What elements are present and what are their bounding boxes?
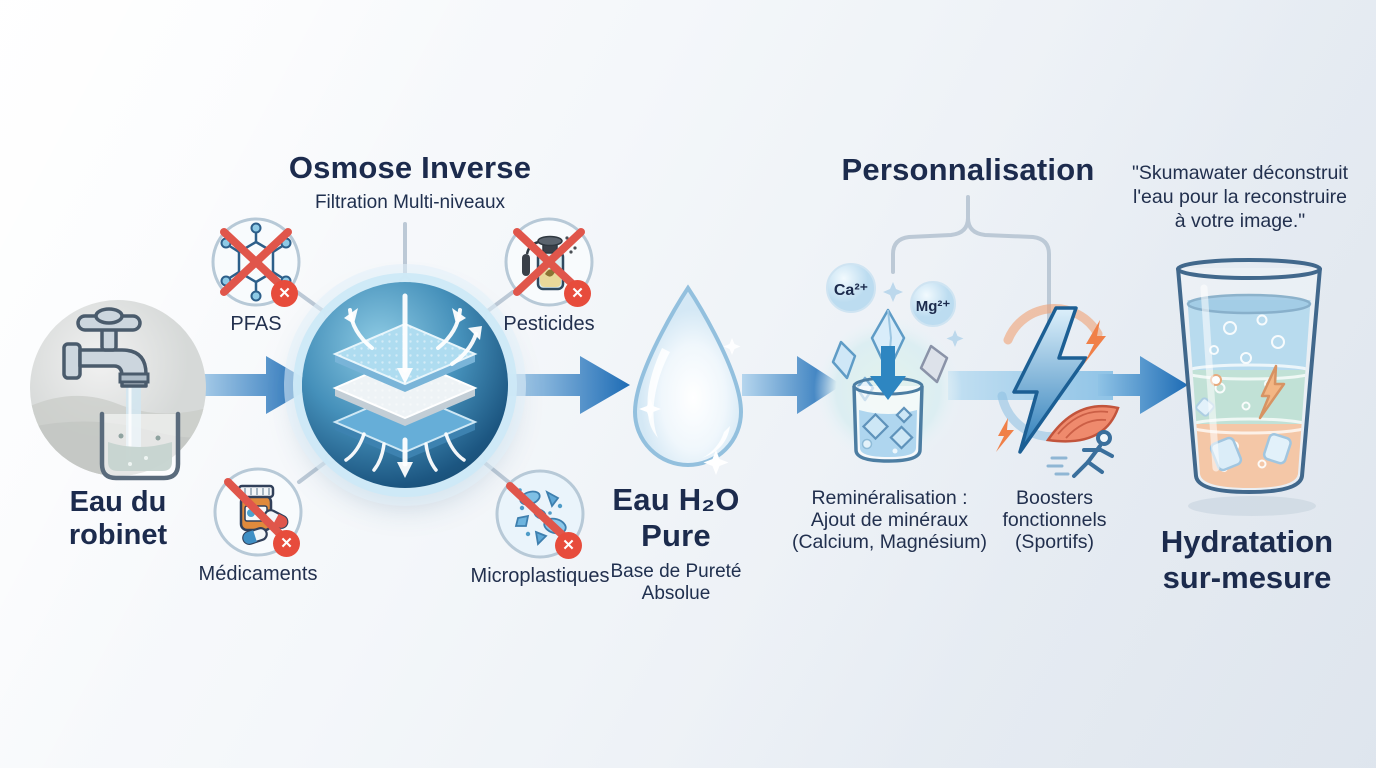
remineralisation-line3: (Calcium, Magnésium) — [791, 531, 988, 554]
minerals-glass-icon: Ca²⁺ Mg²⁺ — [814, 263, 964, 464]
brand-quote: "Skumawater déconstruit l'eau pour la re… — [1108, 162, 1372, 233]
calcium-ion-label: Ca²⁺ — [834, 282, 868, 299]
quote-line1: "Skumawater déconstruit — [1131, 162, 1349, 184]
tap-water-label-line1: Eau du — [69, 486, 167, 518]
flow-arrow-1 — [188, 356, 316, 414]
pure-water-title-line1: Eau H₂O — [612, 482, 740, 517]
contaminant-pesticides: ✕ Pesticides — [501, 214, 597, 336]
boosters-line1: Boosters — [1016, 487, 1093, 509]
boosters-caption: Boosters fonctionnels (Sportifs) — [982, 487, 1127, 554]
blocked-badge: ✕ — [271, 280, 298, 307]
hydration-label-line2: sur-mesure — [1162, 559, 1332, 595]
magnesium-ion-label: Mg²⁺ — [916, 298, 951, 315]
pure-water-label: Eau H₂O Pure Base de Pureté Absolue — [576, 482, 776, 605]
water-drop-icon — [632, 284, 744, 475]
remineralisation-line1: Reminéralisation : — [811, 487, 968, 509]
contaminant-pfas: ✕ PFAS — [208, 214, 304, 336]
flow-arrow-2 — [502, 356, 630, 414]
quote-line2: l'eau pour la reconstruire — [1132, 185, 1347, 208]
tap-water-label: Eau du robinet — [20, 486, 216, 553]
blocked-badge: ✕ — [555, 532, 582, 559]
boosters-line2: fonctionnels — [1002, 509, 1107, 532]
remineralisation-caption: Reminéralisation : Ajout de minéraux (Ca… — [782, 487, 997, 554]
contaminant-medicaments: ✕ Médicaments — [199, 464, 317, 586]
energy-boost-icon — [996, 304, 1120, 478]
hydration-label-line1: Hydratation — [1160, 524, 1334, 559]
flow-arrow-4 — [1098, 356, 1188, 414]
pesticides-label: Pesticides — [503, 313, 595, 335]
boosters-line3: (Sportifs) — [1014, 531, 1095, 554]
osmosis-title: Osmose Inverse — [288, 150, 532, 185]
remineralisation-line2: Ajout de minéraux — [810, 509, 969, 532]
osmosis-subtitle: Filtration Multi-niveaux — [314, 192, 506, 213]
hydration-label: Hydratation sur-mesure — [1132, 524, 1362, 595]
pure-water-sub-line2: Absolue — [641, 583, 711, 604]
blocked-badge: ✕ — [273, 530, 300, 557]
pure-water-title-line2: Pure — [641, 518, 711, 553]
custom-water-glass-icon — [1176, 258, 1322, 516]
filter-layers-icon — [332, 293, 482, 478]
medicaments-label: Médicaments — [198, 563, 318, 585]
microplastiques-label: Microplastiques — [470, 565, 610, 587]
faucet-beaker-icon — [30, 300, 206, 481]
pure-water-sub-line1: Base de Pureté — [610, 561, 742, 582]
blocked-badge: ✕ — [564, 280, 591, 307]
contaminant-microplastiques: ✕ Microplastiques — [471, 466, 609, 588]
tap-water-label-line2: robinet — [68, 519, 168, 552]
quote-line3: à votre image." — [1174, 209, 1306, 232]
pfas-label: PFAS — [230, 313, 282, 335]
personnalisation-title: Personnalisation — [841, 152, 1095, 187]
